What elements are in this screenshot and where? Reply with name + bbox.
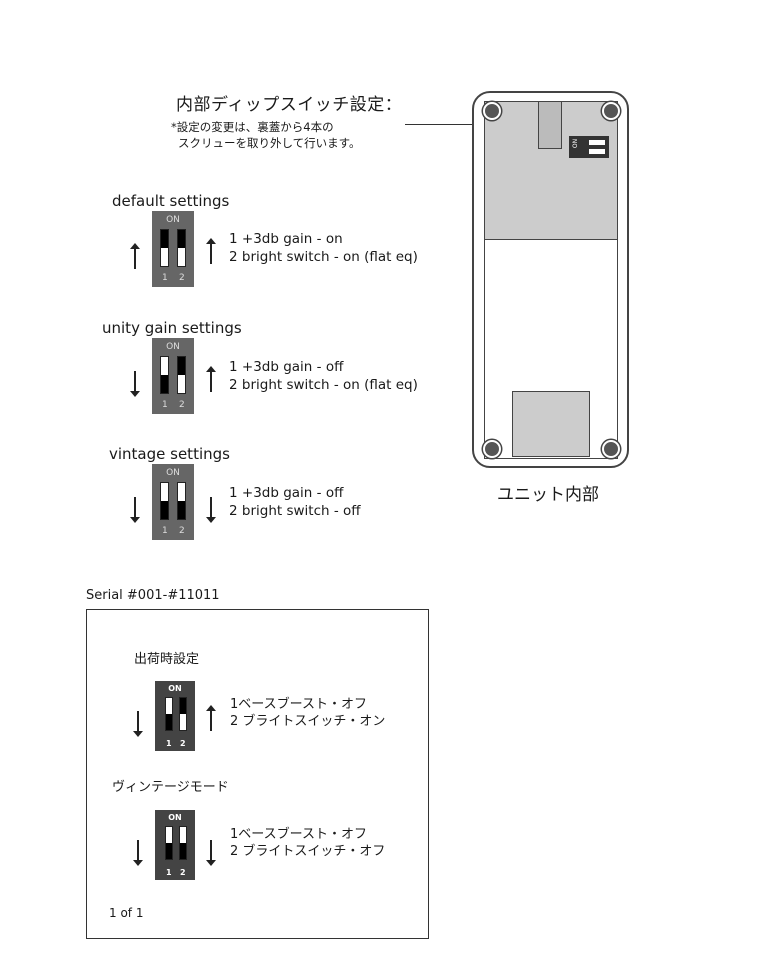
- dip-switch-default: ON 1 2: [152, 211, 194, 287]
- dip-num-2: 2: [179, 400, 185, 410]
- screw-icon: [602, 102, 620, 120]
- arrow-down-icon: [133, 840, 143, 866]
- desc-line-2: 2 ブライトスイッチ・オン: [230, 714, 386, 729]
- note-line-2: スクリューを取り外して行います。: [178, 136, 361, 150]
- desc-line-1: 1ベースブースト・オフ: [230, 827, 367, 842]
- dip-switch-vintage: ON 1 2: [152, 464, 194, 540]
- desc-line-2: 2 bright switch - on (flat eq): [229, 249, 418, 265]
- desc-line-2: 2 bright switch - on (flat eq): [229, 377, 418, 393]
- section-desc-vintage: 1 +3db gain - off 2 bright switch - off: [229, 484, 361, 520]
- screw-icon: [483, 102, 501, 120]
- dip-num-1: 1: [166, 868, 172, 877]
- arrow-up-icon: [206, 705, 216, 731]
- dip-num-2: 2: [179, 273, 185, 283]
- section-desc-default: 1 +3db gain - on 2 bright switch - on (f…: [229, 230, 418, 266]
- dip-settings-title: 内部ディップスイッチ設定：: [176, 95, 403, 115]
- serial-label: Serial #001-#11011: [86, 588, 220, 603]
- desc-line-2: 2 ブライトスイッチ・オフ: [230, 844, 386, 859]
- unit-dip-switch: ON: [569, 136, 609, 158]
- arrow-down-icon: [130, 497, 140, 523]
- screw-icon: [602, 440, 620, 458]
- section-title-vintage: vintage settings: [109, 445, 230, 463]
- dip-switch-unity-gain: ON 1 2: [152, 338, 194, 414]
- note-line-1: *設定の変更は、裏蓋から4本の: [171, 120, 334, 134]
- section-title-unity-gain: unity gain settings: [102, 319, 242, 337]
- serial-box: [86, 609, 429, 939]
- arrow-down-icon: [206, 840, 216, 866]
- dip-settings-note: *設定の変更は、裏蓋から4本の スクリューを取り外して行います。: [171, 119, 361, 151]
- desc-line-1: 1 +3db gain - on: [229, 231, 343, 247]
- dip-switch-factory: ON 1 2: [155, 681, 195, 751]
- desc-line-1: 1ベースブースト・オフ: [230, 697, 367, 712]
- serial-desc-vintage: 1ベースブースト・オフ 2 ブライトスイッチ・オフ: [230, 826, 385, 860]
- desc-line-1: 1 +3db gain - off: [229, 485, 344, 501]
- dip-num-2: 2: [179, 526, 185, 536]
- serial-desc-factory: 1ベースブースト・オフ 2 ブライトスイッチ・オン: [230, 696, 385, 730]
- unit-caption: ユニット内部: [497, 485, 599, 505]
- unit-dip-on-label: ON: [572, 138, 580, 149]
- arrow-down-icon: [206, 497, 216, 523]
- section-title-default: default settings: [112, 192, 230, 210]
- desc-line-2: 2 bright switch - off: [229, 503, 361, 519]
- callout-line: [405, 124, 530, 125]
- dip-on-label: ON: [168, 684, 182, 693]
- arrow-up-icon: [206, 238, 216, 264]
- dip-num-2: 2: [180, 868, 186, 877]
- serial-section-title-factory: 出荷時設定: [134, 652, 200, 667]
- dip-on-label: ON: [166, 468, 180, 478]
- dip-on-label: ON: [166, 342, 180, 352]
- dip-num-2: 2: [180, 739, 186, 748]
- serial-section-title-vintage: ヴィンテージモード: [112, 780, 229, 795]
- page-counter: 1 of 1: [109, 906, 144, 920]
- screw-icon: [483, 440, 501, 458]
- dip-num-1: 1: [162, 400, 168, 410]
- arrow-up-icon: [130, 243, 140, 269]
- dip-on-label: ON: [166, 215, 180, 225]
- dip-switch-vintage-mode: ON 1 2: [155, 810, 195, 880]
- arrow-down-icon: [133, 711, 143, 737]
- arrow-down-icon: [130, 371, 140, 397]
- arrow-up-icon: [206, 366, 216, 392]
- dip-num-1: 1: [162, 526, 168, 536]
- section-desc-unity-gain: 1 +3db gain - off 2 bright switch - on (…: [229, 358, 418, 394]
- unit-bottom-panel: [512, 391, 590, 457]
- unit-connector: [538, 101, 562, 149]
- dip-num-1: 1: [166, 739, 172, 748]
- dip-on-label: ON: [168, 813, 182, 822]
- desc-line-1: 1 +3db gain - off: [229, 359, 344, 375]
- dip-num-1: 1: [162, 273, 168, 283]
